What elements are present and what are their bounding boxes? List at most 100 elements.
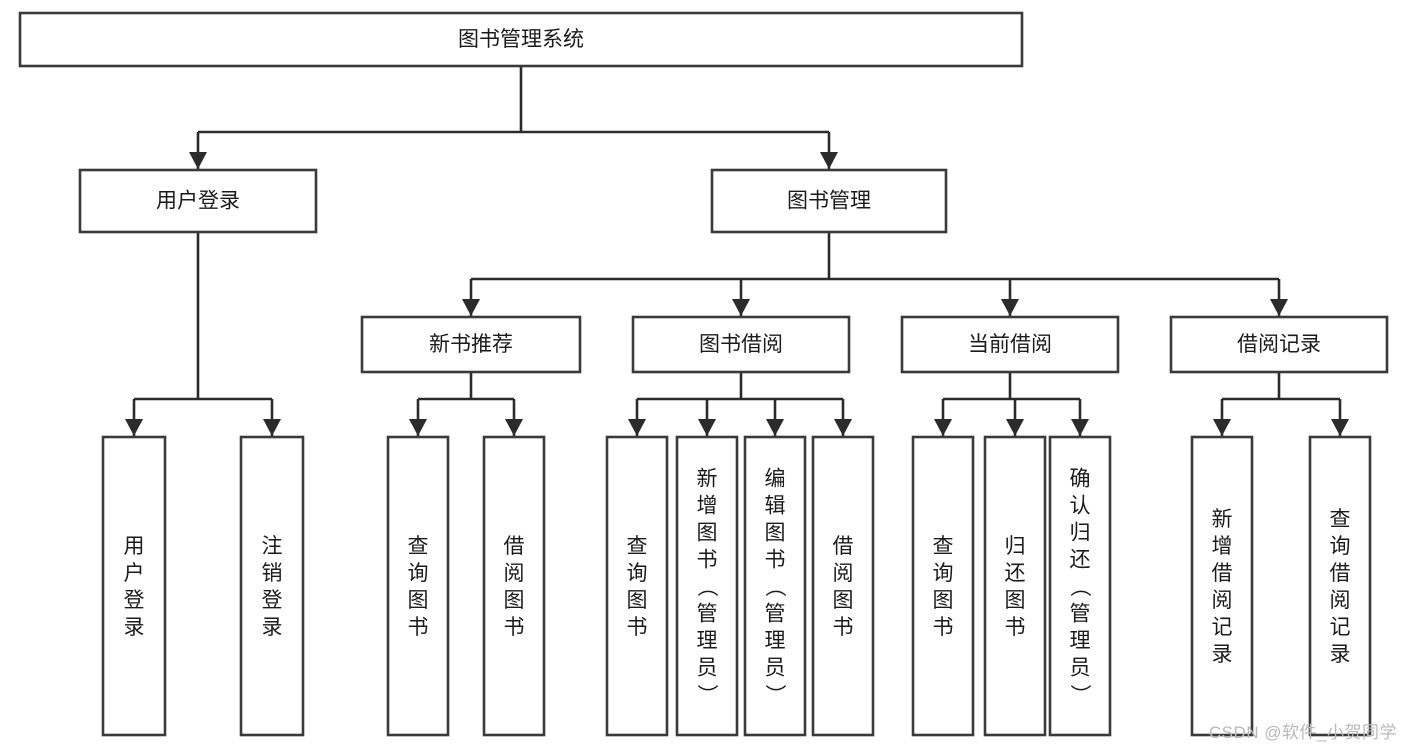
node-label-confirm-return-admin-char-7: 员 <box>1070 657 1091 680</box>
node-new-book-rec[interactable]: 新书推荐 <box>360 315 582 374</box>
connector-group <box>934 372 1089 436</box>
arrow-head-icon <box>820 152 838 169</box>
node-borrow-record[interactable]: 借阅记录 <box>1169 315 1389 374</box>
node-box-borrow-book-2 <box>811 435 875 737</box>
node-box-return-book <box>983 435 1047 737</box>
arrow-head-icon <box>934 419 952 436</box>
node-label-confirm-return-admin-char-6: 理 <box>1070 630 1091 653</box>
node-label-add-book-admin-char-5: 管 <box>697 603 718 626</box>
node-label-user-logout-char-0: 注 <box>262 535 283 558</box>
node-label-user-login-do-char-2: 登 <box>124 589 145 612</box>
node-label-confirm-return-admin-char-2: 归 <box>1070 522 1091 545</box>
node-box-root <box>18 11 1024 68</box>
arrow-head-icon <box>1331 419 1349 436</box>
connector-group <box>628 372 852 436</box>
connector-group <box>409 372 523 436</box>
node-label-query-borrow-record-char-3: 阅 <box>1330 589 1351 612</box>
node-user-login[interactable]: 用户登录 <box>78 168 318 234</box>
node-label-borrow-book-2-char-1: 阅 <box>833 562 854 585</box>
node-label-borrow-record: 借阅记录 <box>1237 333 1321 356</box>
node-label-add-book-admin-char-1: 增 <box>697 495 718 518</box>
node-label-borrow-book-1-char-0: 借 <box>504 535 525 558</box>
node-label-query-borrow-record-char-5: 录 <box>1330 643 1351 666</box>
arrow-head-icon <box>628 419 646 436</box>
node-label-add-borrow-record-char-2: 借 <box>1212 562 1233 585</box>
node-label-query-book-1-char-1: 询 <box>408 562 429 585</box>
node-label-add-book-admin-char-3: 书 <box>697 549 718 572</box>
node-label-return-book-char-2: 图 <box>1005 589 1026 612</box>
node-user-login-do[interactable]: 用户登录 <box>101 435 167 737</box>
node-label-confirm-return-admin-char-0: 确 <box>1070 468 1091 491</box>
node-label-edit-book-admin-char-5: 管 <box>765 603 786 626</box>
node-label-query-book-2-char-2: 图 <box>627 589 648 612</box>
node-label-query-book-1-char-0: 查 <box>408 535 429 558</box>
node-label-user-logout-char-1: 销 <box>262 562 283 585</box>
connector-group <box>125 232 281 436</box>
arrow-head-icon <box>263 419 281 436</box>
node-label-borrow-book-2-char-0: 借 <box>833 535 854 558</box>
node-label-return-book-char-0: 归 <box>1005 535 1026 558</box>
node-box-query-borrow-record <box>1308 435 1372 737</box>
node-box-user-login <box>78 168 318 234</box>
node-label-edit-book-admin-char-1: 辑 <box>765 495 786 518</box>
arrow-head-icon <box>834 419 852 436</box>
node-box-edit-book-admin <box>743 435 807 737</box>
node-label-query-book-3-char-1: 询 <box>933 562 954 585</box>
node-label-return-book-char-1: 还 <box>1005 562 1026 585</box>
node-label-add-borrow-record-char-1: 增 <box>1212 535 1233 558</box>
connector-group <box>189 66 838 169</box>
node-label-book-borrow: 图书借阅 <box>699 333 783 356</box>
node-label-edit-book-admin-char-8: ） <box>763 684 786 705</box>
node-label-borrow-book-2-char-3: 书 <box>833 616 854 639</box>
node-label-user-login-do-char-0: 用 <box>124 535 145 558</box>
arrow-head-icon <box>505 419 523 436</box>
node-book-manage[interactable]: 图书管理 <box>710 168 948 234</box>
node-label-current-borrow: 当前借阅 <box>968 333 1052 356</box>
node-label-add-book-admin-char-8: ） <box>695 684 718 705</box>
node-label-edit-book-admin-char-4: （ <box>763 576 786 597</box>
connector-group <box>462 232 1288 316</box>
node-box-current-borrow <box>900 315 1120 374</box>
node-box-query-book-2 <box>605 435 669 737</box>
node-label-query-borrow-record-char-2: 借 <box>1330 562 1351 585</box>
node-box-user-logout <box>239 435 305 737</box>
node-label-borrow-book-1-char-1: 阅 <box>504 562 525 585</box>
node-label-book-manage: 图书管理 <box>787 190 871 213</box>
node-box-add-borrow-record <box>1190 435 1254 737</box>
arrow-head-icon <box>1213 419 1231 436</box>
node-box-user-login-do <box>101 435 167 737</box>
node-label-add-borrow-record-char-5: 录 <box>1212 643 1233 666</box>
node-box-borrow-record <box>1169 315 1389 374</box>
node-current-borrow[interactable]: 当前借阅 <box>900 315 1120 374</box>
arrow-head-icon <box>125 419 143 436</box>
node-label-add-book-admin-char-6: 理 <box>697 630 718 653</box>
arrow-head-icon <box>698 419 716 436</box>
node-box-book-manage <box>710 168 948 234</box>
arrow-head-icon <box>462 299 480 316</box>
node-box-add-book-admin <box>675 435 739 737</box>
node-label-confirm-return-admin-char-1: 认 <box>1070 495 1091 518</box>
node-label-edit-book-admin-char-2: 图 <box>765 522 786 545</box>
arrow-head-icon <box>766 419 784 436</box>
node-label-add-book-admin-char-2: 图 <box>697 522 718 545</box>
node-book-borrow[interactable]: 图书借阅 <box>631 315 851 374</box>
node-label-user-login: 用户登录 <box>156 190 240 213</box>
node-label-query-book-2-char-3: 书 <box>627 616 648 639</box>
arrow-head-icon <box>1071 419 1089 436</box>
node-label-query-borrow-record-char-1: 询 <box>1330 535 1351 558</box>
node-root[interactable]: 图书管理系统 <box>18 11 1024 68</box>
node-label-new-book-rec: 新书推荐 <box>429 333 513 356</box>
